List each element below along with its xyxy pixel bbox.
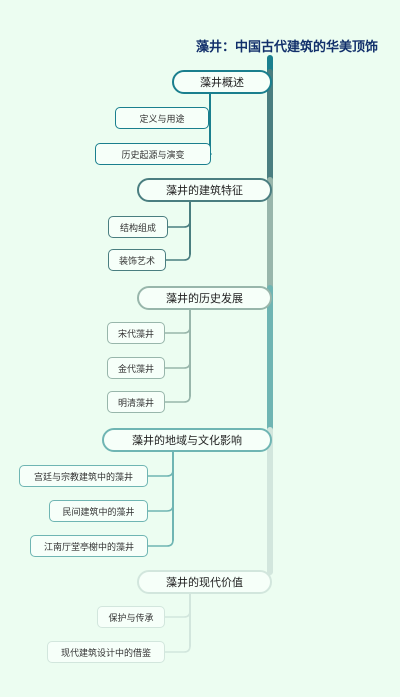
connector <box>147 504 174 512</box>
connector <box>165 253 191 261</box>
leaf-node-overview-1[interactable]: 定义与用途 <box>115 107 209 129</box>
leaf-node-regional-culture-3[interactable]: 江南厅堂亭榭中的藻井 <box>30 535 148 557</box>
leaf-node-features-1[interactable]: 结构组成 <box>108 216 168 238</box>
section-node-history[interactable]: 藻井的历史发展 <box>137 286 272 310</box>
leaf-node-features-2[interactable]: 装饰艺术 <box>108 249 166 271</box>
leaf-node-regional-culture-1[interactable]: 宫廷与宗教建筑中的藻井 <box>19 465 148 487</box>
leaf-node-history-2[interactable]: 金代藻井 <box>107 357 165 379</box>
section-node-features[interactable]: 藻井的建筑特征 <box>137 178 272 202</box>
leaf-node-modern-value-2[interactable]: 现代建筑设计中的借鉴 <box>47 641 165 663</box>
leaf-node-overview-2[interactable]: 历史起源与演变 <box>95 143 211 165</box>
connector <box>147 469 174 477</box>
connector <box>164 645 191 653</box>
section-node-overview[interactable]: 藻井概述 <box>172 70 272 94</box>
leaf-node-regional-culture-2[interactable]: 民间建筑中的藻井 <box>49 500 148 522</box>
connector <box>167 220 191 228</box>
connector <box>164 610 191 618</box>
connector <box>164 361 191 369</box>
leaf-node-history-1[interactable]: 宋代藻井 <box>107 322 165 344</box>
leaf-node-history-3[interactable]: 明清藻井 <box>107 391 165 413</box>
section-node-modern-value[interactable]: 藻井的现代价值 <box>137 570 272 594</box>
mindmap-title: 藻井：中国古代建筑的华美顶饰 <box>195 40 378 55</box>
section-node-regional-culture[interactable]: 藻井的地域与文化影响 <box>102 428 272 452</box>
connector <box>147 539 174 547</box>
leaf-node-modern-value-1[interactable]: 保护与传承 <box>97 606 165 628</box>
connector <box>164 395 191 403</box>
connector <box>164 326 191 334</box>
